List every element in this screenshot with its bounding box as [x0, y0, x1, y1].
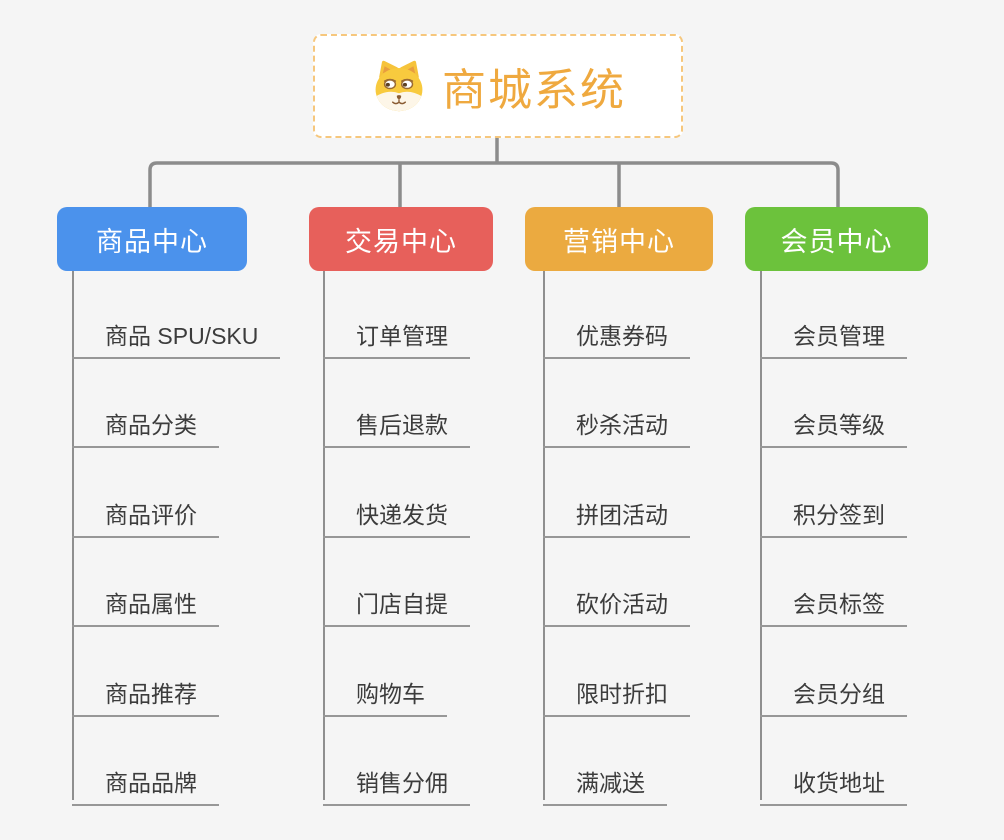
branch-spine: [543, 271, 545, 800]
leaf-node[interactable]: 会员标签: [760, 581, 907, 627]
leaf-node[interactable]: 砍价活动: [543, 581, 690, 627]
root-title: 商城系统: [442, 66, 626, 115]
leaf-node[interactable]: 购物车: [323, 671, 447, 717]
branch-spine: [760, 271, 762, 800]
leaf-node[interactable]: 拼团活动: [543, 492, 690, 538]
branch-head-trade-center[interactable]: 交易中心: [309, 207, 493, 271]
leaf-node[interactable]: 商品推荐: [72, 671, 219, 717]
leaf-node[interactable]: 销售分佣: [323, 760, 470, 806]
leaf-node[interactable]: 满减送: [543, 760, 667, 806]
leaf-node[interactable]: 门店自提: [323, 581, 470, 627]
leaf-node[interactable]: 优惠券码: [543, 313, 690, 359]
leaf-node[interactable]: 订单管理: [323, 313, 470, 359]
leaf-node[interactable]: 售后退款: [323, 402, 470, 448]
branch-head-member-center[interactable]: 会员中心: [745, 207, 928, 271]
leaf-node[interactable]: 商品分类: [72, 402, 219, 448]
leaf-node[interactable]: 积分签到: [760, 492, 907, 538]
leaf-node[interactable]: 会员分组: [760, 671, 907, 717]
leaf-node[interactable]: 收货地址: [760, 760, 907, 806]
leaf-node[interactable]: 会员等级: [760, 402, 907, 448]
leaf-node[interactable]: 限时折扣: [543, 671, 690, 717]
doge-face-icon: [370, 59, 428, 113]
branch-spine: [72, 271, 74, 800]
branch-head-marketing-center[interactable]: 营销中心: [525, 207, 713, 271]
leaf-node[interactable]: 快递发货: [323, 492, 470, 538]
leaf-node[interactable]: 商品 SPU/SKU: [72, 313, 281, 359]
leaf-node[interactable]: 秒杀活动: [543, 402, 690, 448]
leaf-node[interactable]: 商品属性: [72, 581, 219, 627]
branch-spine: [323, 271, 325, 800]
leaf-node[interactable]: 商品品牌: [72, 760, 219, 806]
leaf-node[interactable]: 会员管理: [760, 313, 907, 359]
branch-head-product-center[interactable]: 商品中心: [57, 207, 247, 271]
root-node[interactable]: 商城系统: [313, 34, 683, 138]
leaf-node[interactable]: 商品评价: [72, 492, 219, 538]
